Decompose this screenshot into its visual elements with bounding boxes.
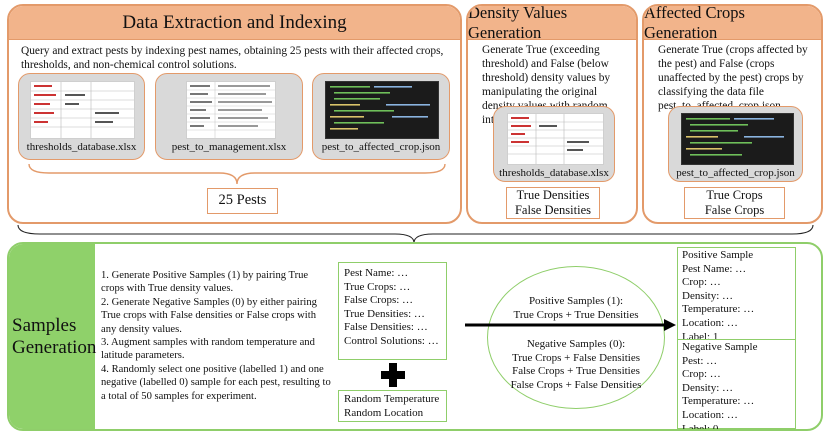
positive-sample-heading: Positive Sample	[682, 249, 754, 261]
samples-title-block: Samples Generation	[9, 244, 97, 429]
spreadsheet-thumbnail	[186, 81, 276, 139]
samples-title-line1: Samples	[12, 314, 77, 336]
negative-sample-pest: Pest: …	[682, 354, 718, 367]
positive-sample-crop: Crop: …	[682, 276, 721, 289]
step-3: 3. Augment samples with random temperatu…	[101, 337, 315, 362]
spreadsheet-preview-graphic	[187, 82, 275, 138]
extraction-title: Data Extraction and Indexing	[122, 11, 347, 33]
true-densities-label: True Densities	[516, 188, 590, 202]
crops-output-box: True Crops False Crops	[684, 187, 785, 219]
field-pest-name: Pest Name: …	[344, 267, 409, 279]
field-control-solutions: Control Solutions: …	[344, 334, 439, 347]
positive-combo: True Crops + True Densities	[513, 308, 639, 321]
field-true-crops: True Crops: …	[344, 280, 411, 293]
file-card-affected-crop: pest_to_affected_crop.json	[312, 73, 450, 160]
negative-combo-title: Negative Samples (0):	[526, 338, 626, 351]
combinations-ellipse: Positive Samples (1): True Crops + True …	[487, 266, 665, 409]
spreadsheet-preview-graphic	[31, 82, 134, 138]
spreadsheet-preview-graphic	[508, 114, 603, 164]
negative-sample-temperature: Temperature: …	[682, 395, 755, 408]
density-title: Density Values Generation	[468, 4, 568, 42]
density-output-box: True Densities False Densities	[506, 187, 600, 219]
record-fields-box: Pest Name: … True Crops: … False Crops: …	[338, 262, 447, 360]
positive-sample-pest: Pest Name: …	[682, 262, 747, 275]
negative-sample-location: Location: …	[682, 408, 738, 421]
crops-file-label: pest_to_affected_crop.json	[676, 167, 795, 179]
steps-list: 1. Generate Positive Samples (1) by pair…	[101, 269, 333, 403]
spreadsheet-thumbnail	[30, 81, 135, 139]
step-1: 1. Generate Positive Samples (1) by pair…	[101, 270, 309, 295]
brace-connector	[28, 163, 446, 185]
density-file-card: thresholds_database.xlsx	[493, 106, 615, 182]
extraction-panel: Data Extraction and Indexing Query and e…	[7, 4, 462, 224]
extraction-description: Query and extract pests by indexing pest…	[21, 45, 444, 71]
positive-combo-title: Positive Samples (1):	[528, 295, 624, 307]
negative-sample-label: Label: 0	[682, 422, 719, 431]
spreadsheet-thumbnail	[507, 113, 604, 165]
false-crops-label: False Crops	[704, 203, 765, 217]
code-thumbnail	[325, 81, 439, 139]
field-false-densities: False Densities: …	[344, 321, 428, 334]
plus-icon	[381, 363, 405, 387]
density-header: Density Values Generation	[468, 4, 636, 42]
random-params-box: Random Temperature Random Location	[338, 390, 447, 422]
field-true-densities: True Densities: …	[344, 307, 425, 320]
step-4: 4. Randomly select one positive (labelle…	[101, 363, 331, 402]
negative-sample-crop: Crop: …	[682, 368, 721, 381]
negative-sample-density: Density: …	[682, 381, 734, 394]
positive-sample-box: Positive Sample Pest Name: … Crop: … Den…	[677, 247, 796, 343]
crops-description: Generate True (crops affected by the pes…	[658, 44, 808, 112]
samples-title-line2: Generation	[12, 336, 97, 358]
random-temperature: Random Temperature	[344, 393, 440, 405]
density-panel: Density Values Generation Generate True …	[466, 4, 638, 224]
arrow-icon	[465, 319, 676, 331]
crops-panel: Affected Crops Generation Generate True …	[642, 4, 823, 224]
file-label-affected-crop: pest_to_affected_crop.json	[321, 141, 441, 153]
negative-combo-2: False Crops + True Densities	[512, 365, 640, 378]
crops-title: Affected Crops Generation	[644, 4, 745, 42]
file-label-thresholds: thresholds_database.xlsx	[26, 141, 137, 153]
positive-sample-temperature: Temperature: …	[682, 303, 755, 316]
negative-sample-box: Negative Sample Pest: … Crop: … Density:…	[677, 339, 796, 429]
big-brace-connector	[17, 224, 814, 244]
pest-count-box: 25 Pests	[207, 188, 278, 214]
file-card-management: pest_to_management.xlsx	[155, 73, 303, 160]
samples-panel: Samples Generation 1. Generate Positive …	[7, 242, 823, 431]
random-location: Random Location	[344, 406, 424, 419]
true-crops-label: True Crops	[706, 188, 763, 202]
negative-combo-1: True Crops + False Densities	[511, 351, 641, 364]
extraction-header: Data Extraction and Indexing	[9, 6, 460, 40]
negative-sample-heading: Negative Sample	[682, 341, 758, 353]
file-card-thresholds: thresholds_database.xlsx	[18, 73, 145, 160]
negative-combo-3: False Crops + False Densities	[510, 378, 642, 391]
crops-header: Affected Crops Generation	[644, 4, 821, 42]
code-preview-graphic	[686, 118, 784, 156]
step-2: 2. Generate Negative Samples (0) by eith…	[101, 296, 317, 335]
field-false-crops: False Crops: …	[344, 294, 414, 307]
code-thumbnail	[681, 113, 794, 165]
positive-sample-density: Density: …	[682, 289, 734, 302]
code-preview-graphic	[330, 86, 430, 130]
file-label-management: pest_to_management.xlsx	[171, 141, 287, 153]
false-densities-label: False Densities	[514, 203, 592, 217]
density-file-label: thresholds_database.xlsx	[499, 167, 609, 179]
crops-file-card: pest_to_affected_crop.json	[668, 106, 803, 182]
positive-sample-location: Location: …	[682, 316, 738, 329]
